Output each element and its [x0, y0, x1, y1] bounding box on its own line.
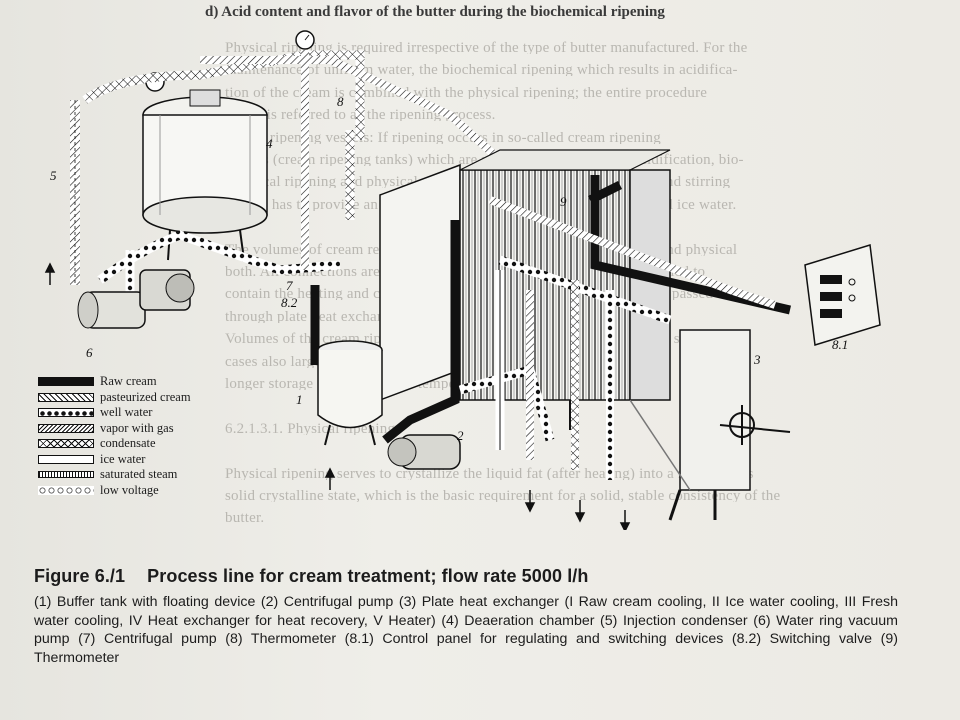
plate-heat-exchanger — [379, 149, 751, 521]
legend-item: Raw cream — [38, 374, 238, 390]
callout-8-1: 8.1 — [832, 337, 849, 352]
bleed-through-line: solid crystalline state, which is the ba… — [225, 488, 781, 502]
callout-1: 1 — [296, 392, 303, 407]
legend-label: saturated steam — [100, 467, 178, 481]
legend-label: well water — [100, 405, 153, 419]
legend-swatch — [38, 392, 94, 402]
legend-swatch — [38, 471, 94, 479]
handwheel-icon — [719, 405, 791, 445]
legend-swatch — [38, 439, 94, 449]
legend-item: low voltage — [38, 483, 238, 499]
callout-6: 6 — [86, 345, 93, 360]
callout-8: 8 — [337, 94, 344, 109]
callout-9: 9 — [560, 194, 567, 209]
legend-swatch — [38, 408, 94, 418]
callout-5: 5 — [50, 168, 57, 183]
legend-item: vapor with gas — [38, 421, 238, 437]
legend-item: condensate — [38, 436, 238, 452]
legend-item: pasteurized cream — [38, 390, 238, 406]
legend-item: well water — [38, 405, 238, 421]
section-heading: d) Acid content and flavor of the butter… — [205, 4, 665, 20]
legend-swatch — [38, 454, 94, 464]
water-ring-vacuum-pump — [77, 269, 195, 329]
figure-description: (1) Buffer tank with floating device (2)… — [34, 594, 898, 666]
legend-label: Raw cream — [100, 374, 157, 388]
callout-8-2: 8.2 — [281, 295, 298, 310]
flow-arrow-icon — [44, 262, 631, 530]
legend-label: pasteurized cream — [100, 389, 191, 404]
figure-caption: Figure 6./1 Process line for cream treat… — [34, 566, 904, 667]
bleed-through-line: butter. — [225, 510, 265, 525]
caption-title: Figure 6./1 Process line for cream treat… — [34, 566, 904, 587]
legend-item: saturated steam — [38, 467, 238, 483]
legend-label: vapor with gas — [100, 420, 174, 435]
legend-swatch — [38, 485, 94, 495]
deaeration-chamber — [142, 89, 268, 261]
process-line-diagram — [44, 30, 881, 530]
legend-label: condensate — [100, 436, 156, 450]
legend-swatch — [38, 423, 94, 433]
figure-title: Process line for cream treatment; flow r… — [147, 566, 589, 586]
figure-number: Figure 6./1 — [34, 566, 126, 586]
bleed-through-line: Physical ripening serves to crystallize … — [225, 465, 754, 480]
callout-7: 7 — [286, 278, 293, 293]
bleed-through-line: tion of the cream is combined with the p… — [225, 84, 708, 99]
centrifugal-pump — [387, 434, 461, 470]
legend-swatch — [38, 377, 94, 387]
control-panel — [804, 244, 881, 346]
callout-3: 3 — [754, 352, 761, 367]
callout-2: 2 — [457, 428, 464, 443]
legend-label: low voltage — [100, 482, 159, 497]
legend-item: ice water — [38, 452, 238, 468]
callout-4: 4 — [266, 136, 273, 151]
bleed-through-line: Cream ripening vessels: If ripening occu… — [225, 129, 661, 144]
legend-label: ice water — [100, 451, 146, 466]
buffer-tank — [317, 340, 383, 446]
